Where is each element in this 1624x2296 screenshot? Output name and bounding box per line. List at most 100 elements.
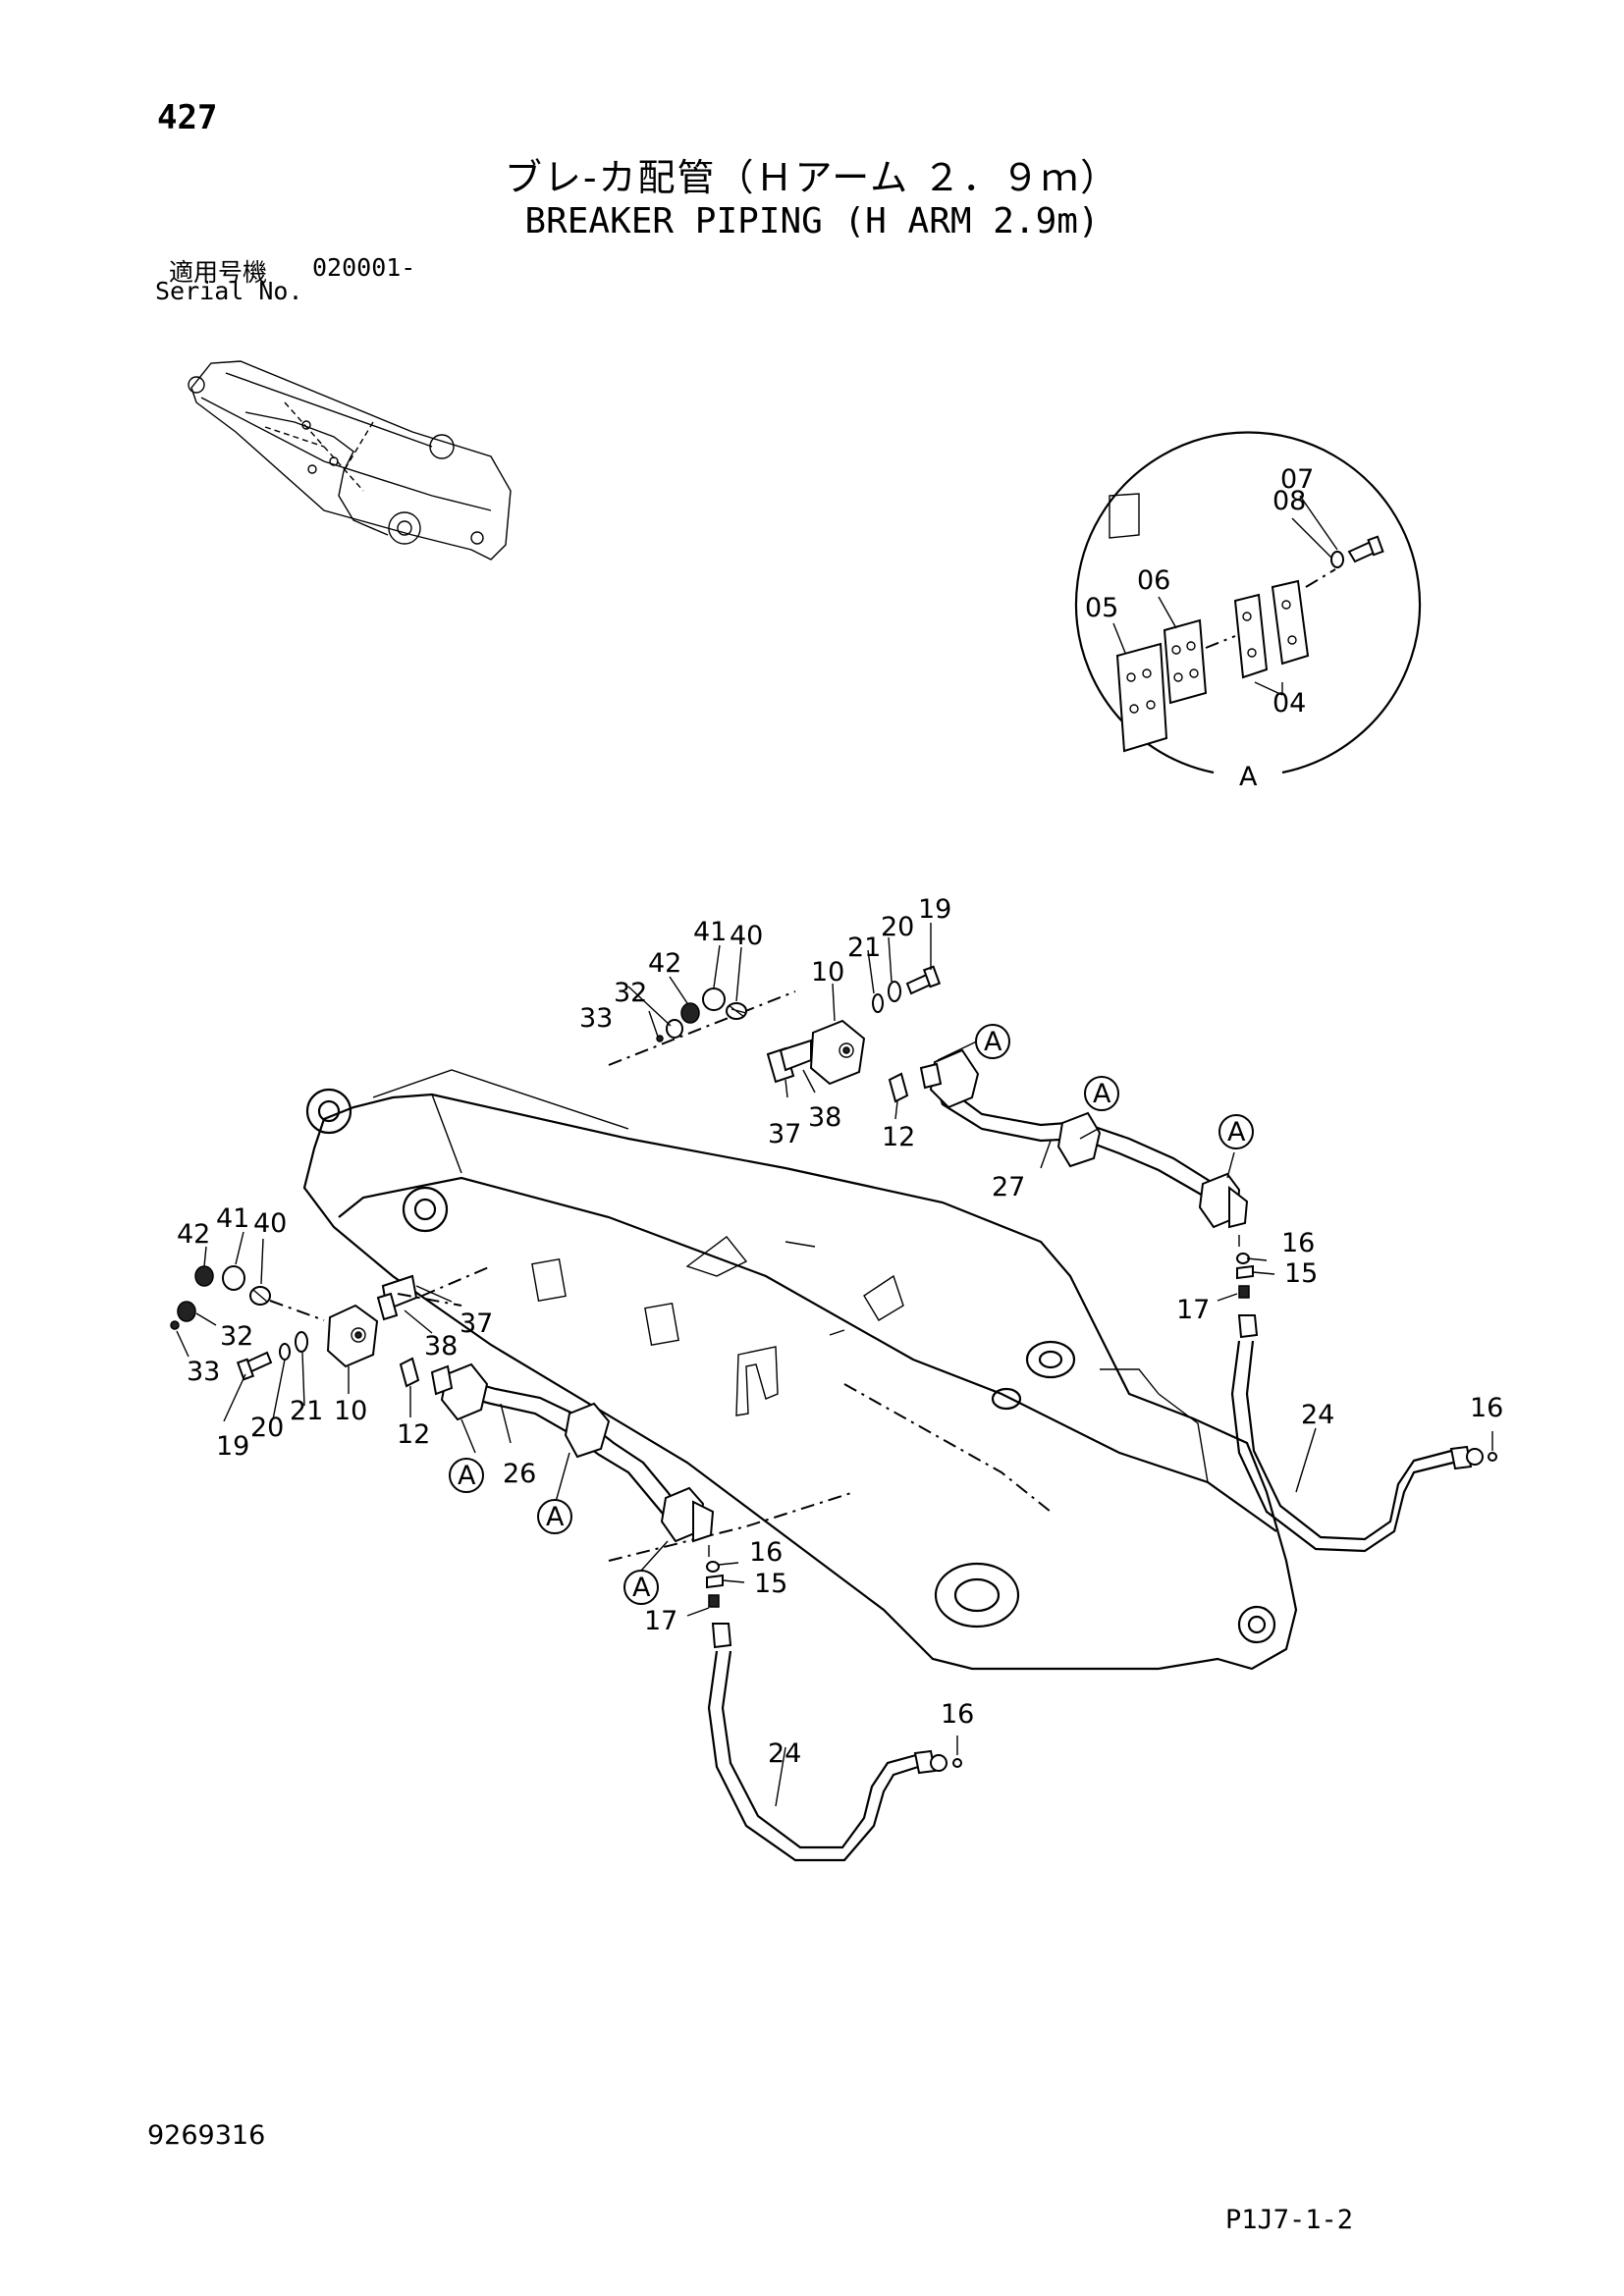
plate-38-upper (779, 1039, 812, 1072)
view-marker-a-lower-1 (449, 1458, 484, 1493)
view-marker-a-lower-2 (537, 1499, 572, 1534)
clamp-lower-1 (440, 1362, 489, 1421)
arm-body (302, 990, 1298, 1671)
callout-33-upper: 33 (579, 1003, 613, 1034)
callout-17-upper: 17 (1176, 1295, 1210, 1325)
oring-16-lower (706, 1561, 720, 1573)
callout-21-upper: 21 (847, 933, 881, 963)
fitting-15-lower (706, 1574, 724, 1589)
view-marker-a-lower-3 (623, 1570, 659, 1605)
cap-41-upper (702, 988, 726, 1011)
nut-42-lower (194, 1265, 214, 1287)
callout-06: 06 (1137, 565, 1170, 596)
callout-16-lower: 16 (749, 1537, 783, 1568)
bracket-10-upper (809, 1019, 866, 1086)
oring-16-lower-end (952, 1758, 962, 1768)
oring-33-lower (170, 1320, 180, 1330)
screw-17-lower (708, 1594, 720, 1608)
callout-07: 07 (1280, 464, 1314, 495)
adapter-12-upper (888, 1072, 909, 1103)
key-map-thumbnail (188, 360, 512, 561)
marker-a-lower-1: A (458, 1461, 476, 1491)
serial-label-english: Serial No. (155, 277, 303, 305)
plate-06 (1163, 618, 1208, 705)
callout-32-upper: 32 (614, 978, 647, 1008)
callout-33-lower: 33 (187, 1357, 220, 1387)
clamp-04-half-b (1271, 579, 1310, 666)
page-reference: P1J7-1-2 (1225, 2205, 1354, 2235)
callout-26: 26 (503, 1459, 536, 1489)
fitting-32-lower (177, 1301, 196, 1322)
callout-19-upper: 19 (918, 894, 951, 925)
callout-27: 27 (992, 1172, 1025, 1202)
callout-20-lower: 20 (250, 1413, 284, 1443)
callout-16-lower-end: 16 (941, 1699, 974, 1730)
page-number: 427 (157, 98, 218, 137)
callout-37-lower: 37 (460, 1308, 493, 1339)
callout-38-upper: 38 (808, 1102, 841, 1133)
callout-24-upper: 24 (1301, 1400, 1334, 1430)
callout-32-lower: 32 (220, 1321, 253, 1352)
callout-16-upper-end: 16 (1470, 1393, 1503, 1423)
oring-33-upper (656, 1035, 664, 1042)
callout-10-lower: 10 (334, 1396, 367, 1426)
serial-value: 020001- (312, 253, 416, 282)
cap-41-lower (222, 1265, 245, 1291)
clamp-04-half-a (1233, 593, 1269, 679)
callout-41-upper: 41 (693, 917, 727, 947)
marker-a-upper-3: A (1227, 1117, 1246, 1148)
callout-40-lower: 40 (253, 1208, 287, 1239)
view-marker-a-upper-3 (1218, 1114, 1254, 1149)
callout-24-lower: 24 (768, 1738, 801, 1769)
marker-a-upper-2: A (1093, 1079, 1111, 1109)
callout-38-lower: 38 (424, 1331, 458, 1362)
detail-view-a: 07 08 06 05 04 A (1074, 431, 1422, 792)
view-label-a: A (1239, 762, 1258, 792)
lower-piping-assembly: A A A 41 40 42 32 33 38 37 19 20 21 10 1… (170, 1203, 974, 1862)
callout-04: 04 (1272, 688, 1306, 719)
view-marker-a-upper-1 (975, 1024, 1010, 1059)
washer-21-lower (279, 1343, 291, 1361)
marker-a-upper-1: A (984, 1027, 1002, 1057)
oring-16-upper-end (1488, 1452, 1497, 1462)
callout-42-upper: 42 (648, 948, 681, 979)
marker-a-lower-2: A (546, 1502, 565, 1532)
washer-21-upper (872, 993, 884, 1013)
callout-12-upper: 12 (882, 1122, 915, 1152)
callout-10-upper: 10 (811, 957, 844, 988)
callout-42-lower: 42 (177, 1219, 210, 1250)
clamp-upper-1 (929, 1048, 980, 1109)
clamp-upper-2 (1056, 1111, 1102, 1168)
nut-42-upper (680, 1002, 700, 1024)
title-japanese: ブレ-カ配管（Ｈアーム ２．９ｍ） (504, 156, 1120, 199)
washer-20-upper (888, 981, 901, 1002)
screw-17-upper (1238, 1285, 1250, 1299)
adapter-12-lower (399, 1357, 420, 1388)
fitting-32-upper (666, 1019, 683, 1039)
callout-20-upper: 20 (881, 912, 914, 942)
bracket-10-lower (326, 1304, 379, 1368)
callout-21-lower: 21 (290, 1396, 323, 1426)
fitting-15-upper (1236, 1264, 1254, 1280)
plate-05 (1115, 642, 1168, 753)
callout-12-lower: 12 (397, 1419, 430, 1450)
callout-05: 05 (1085, 593, 1118, 623)
callout-08: 08 (1272, 486, 1306, 516)
washer-08 (1330, 551, 1344, 568)
callout-17-lower: 17 (644, 1606, 677, 1636)
callout-40-upper: 40 (730, 921, 763, 951)
document-number: 9269316 (147, 2120, 266, 2151)
view-marker-a-upper-2 (1084, 1076, 1119, 1111)
callout-37-upper: 37 (768, 1119, 801, 1149)
washer-20-lower (295, 1331, 308, 1353)
callout-41-lower: 41 (216, 1203, 249, 1234)
marker-a-lower-3: A (632, 1573, 651, 1603)
upper-piping-assembly: A A A 19 41 40 21 20 42 10 32 33 38 37 1… (579, 894, 1503, 1553)
callout-15-upper: 15 (1284, 1258, 1318, 1289)
title-english: BREAKER PIPING (H ARM 2.9m) (524, 201, 1100, 241)
serial-label-japanese: 適用号機 (169, 258, 268, 287)
callout-15-lower: 15 (754, 1569, 787, 1599)
plate-37-lower (376, 1292, 399, 1321)
clamp-lower-2 (564, 1402, 611, 1459)
